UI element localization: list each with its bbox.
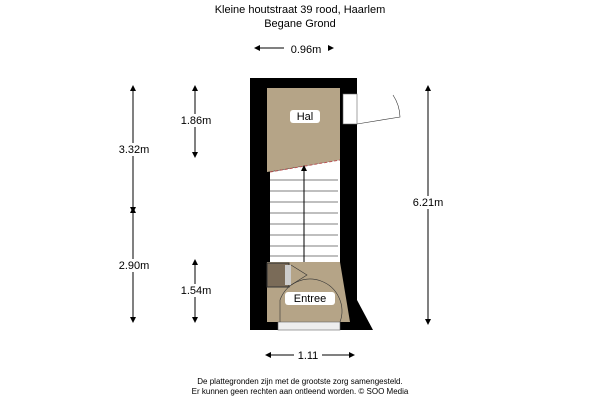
staircase [269, 159, 341, 262]
dim-bottom-width: 1.11 [298, 350, 319, 362]
dim-hal: 1.86m [181, 115, 212, 127]
hal-floor [267, 88, 340, 172]
side-door [342, 93, 358, 125]
address-title: Kleine houtstraat 39 rood, Haarlem [214, 4, 386, 16]
floor-title: Begane Grond [264, 18, 336, 30]
disclaimer-line-2: Er kunnen geen rechten aan ontleend word… [191, 387, 409, 396]
front-door [277, 321, 341, 331]
room-label-entree: Entree [294, 293, 326, 305]
dim-top-width: 0.96m [291, 44, 322, 56]
dim-left-upper: 3.32m [119, 144, 150, 156]
disclaimer-line-1: De plattegronden zijn met de grootste zo… [197, 377, 403, 386]
room-label-hal: Hal [297, 111, 314, 123]
dim-total-length: 6.21m [413, 197, 444, 209]
dim-left-lower: 2.90m [119, 260, 150, 272]
dim-entree: 1.54m [181, 285, 212, 297]
